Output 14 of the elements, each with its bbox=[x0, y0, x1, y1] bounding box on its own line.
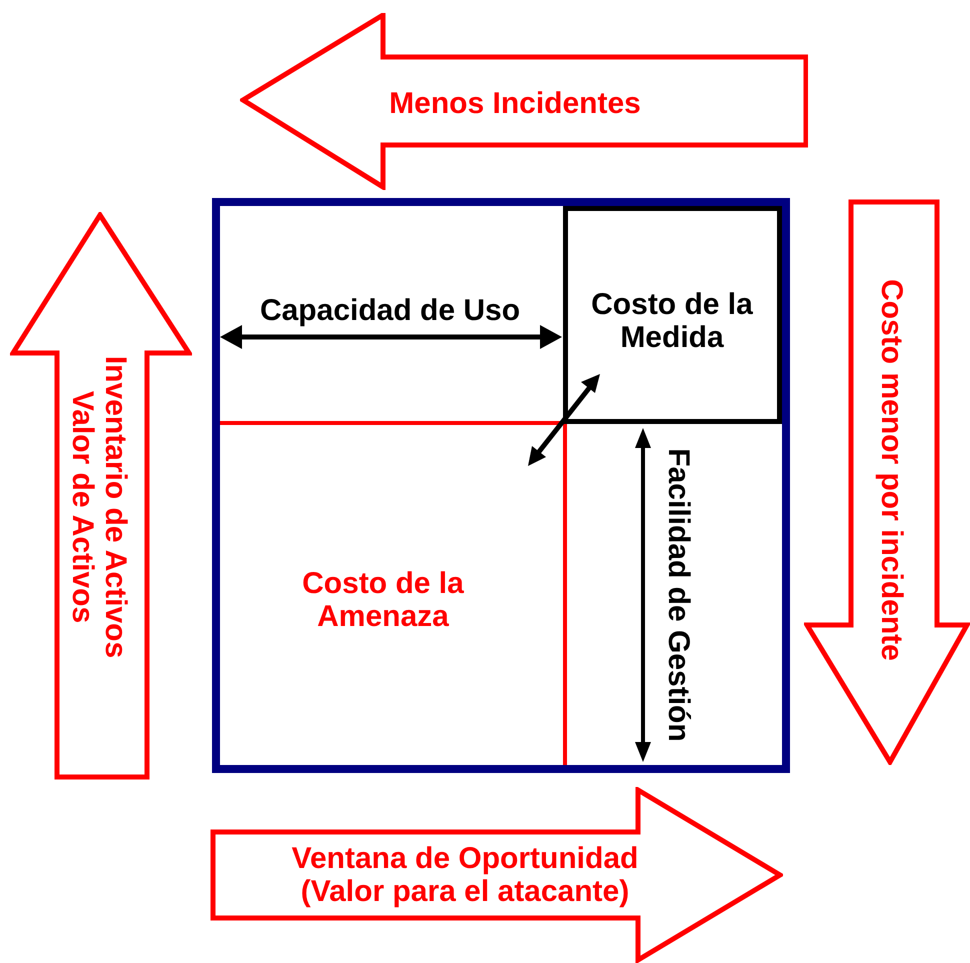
block-arrow bbox=[210, 787, 783, 963]
matrix-frame bbox=[212, 198, 790, 773]
block-arrow bbox=[240, 13, 808, 190]
arrow-text: Costo menor por incidente bbox=[874, 278, 910, 663]
dimension-label: Facilidad de Gestión bbox=[662, 447, 696, 744]
block-arrow bbox=[804, 199, 970, 765]
arrow-text: Menos Incidentes bbox=[388, 86, 642, 122]
arrow-text: Inventario de Activos Valor de Activos bbox=[65, 354, 133, 660]
box-text: Costo de la Medida bbox=[590, 287, 754, 356]
dimension-label: Capacidad de Uso bbox=[258, 292, 522, 328]
measure-box bbox=[563, 206, 782, 424]
arrow-text: Ventana de Oportunidad (Valor para el atacante) bbox=[290, 841, 640, 910]
quadrant-label: Costo de la Amenaza bbox=[301, 566, 465, 635]
block-arrow bbox=[10, 212, 192, 780]
